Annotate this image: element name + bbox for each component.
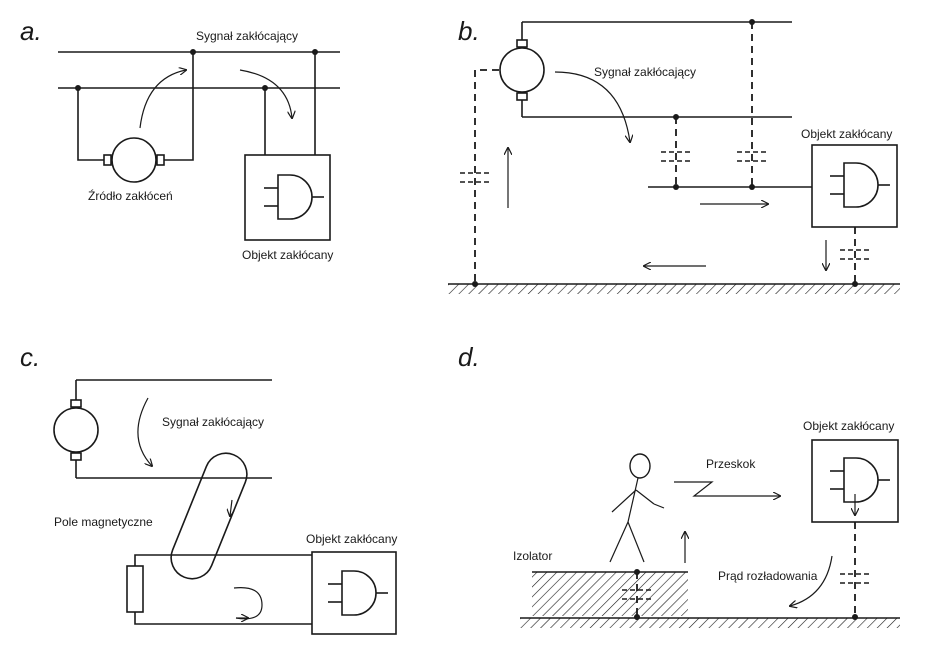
coupling-arrow	[137, 397, 152, 466]
motor-icon	[53, 399, 99, 461]
magnetic-field-loop	[170, 452, 248, 580]
junction-dot	[852, 281, 858, 287]
signal-label-a: Sygnał zakłócający	[196, 29, 298, 43]
jump-label: Przeskok	[706, 457, 756, 471]
panel-c: c. Sygnał zakłócający Pole magnetyczne O…	[20, 342, 397, 635]
signal-label-b: Sygnał zakłócający	[594, 65, 696, 79]
victim-label-b: Objekt zakłócany	[801, 127, 892, 141]
junction-dot	[472, 281, 478, 287]
source-label: Źródło zakłóceń	[88, 188, 173, 203]
junction-dot	[262, 85, 268, 91]
source-left-wire	[77, 88, 108, 161]
coupling-arrow	[554, 71, 630, 142]
victim-label-d: Objekt zakłócany	[803, 419, 894, 433]
motor-icon	[499, 39, 545, 101]
junction-dot	[190, 49, 196, 55]
spark-arrow	[674, 481, 780, 496]
resistor-symbol	[126, 565, 144, 613]
source-right-wire	[162, 52, 194, 161]
panel-letter-c: c.	[20, 342, 40, 372]
ground-plane	[520, 617, 900, 628]
capacitor-symbol	[737, 151, 767, 162]
junction-dot	[749, 19, 755, 25]
person-icon	[609, 453, 665, 563]
victim-label-a: Objekt zakłócany	[242, 248, 333, 262]
induced-current-path	[233, 587, 263, 620]
panel-b: b. Sygnał zakłócający	[448, 16, 900, 294]
discharge-arrow	[790, 555, 833, 606]
insulator-label: Izolator	[513, 549, 552, 563]
signal-label-c: Sygnał zakłócający	[162, 415, 264, 429]
panel-d: d. Objekt zakłócany Przeskok Izolator	[458, 342, 900, 628]
insulator-block	[532, 571, 688, 616]
junction-dot	[312, 49, 318, 55]
coupling-arrow	[139, 70, 186, 129]
capacitor-symbol	[622, 589, 652, 600]
victim-loop	[134, 554, 312, 625]
capacitor-symbol	[661, 151, 691, 162]
panel-letter-a: a.	[20, 16, 42, 46]
ground-plane	[448, 283, 900, 294]
panel-letter-d: d.	[458, 342, 480, 372]
panel-letter-b: b.	[458, 16, 480, 46]
victim-label-c: Objekt zakłócany	[306, 532, 397, 546]
discharge-label: Prąd rozładowania	[718, 569, 818, 583]
field-label: Pole magnetyczne	[54, 515, 153, 529]
field-direction-arrow	[230, 499, 232, 516]
motor-icon	[103, 137, 165, 183]
stray-capacitance-path	[474, 69, 499, 282]
junction-dot	[673, 114, 679, 120]
capacitor-symbol	[840, 573, 870, 584]
coupling-arrow	[239, 69, 292, 118]
panel-a: a. Sygnał zakłócający Źródło zakłóceń Ob…	[20, 16, 340, 262]
capacitor-symbol	[840, 249, 870, 260]
junction-dot	[75, 85, 81, 91]
capacitor-symbol	[460, 172, 490, 183]
